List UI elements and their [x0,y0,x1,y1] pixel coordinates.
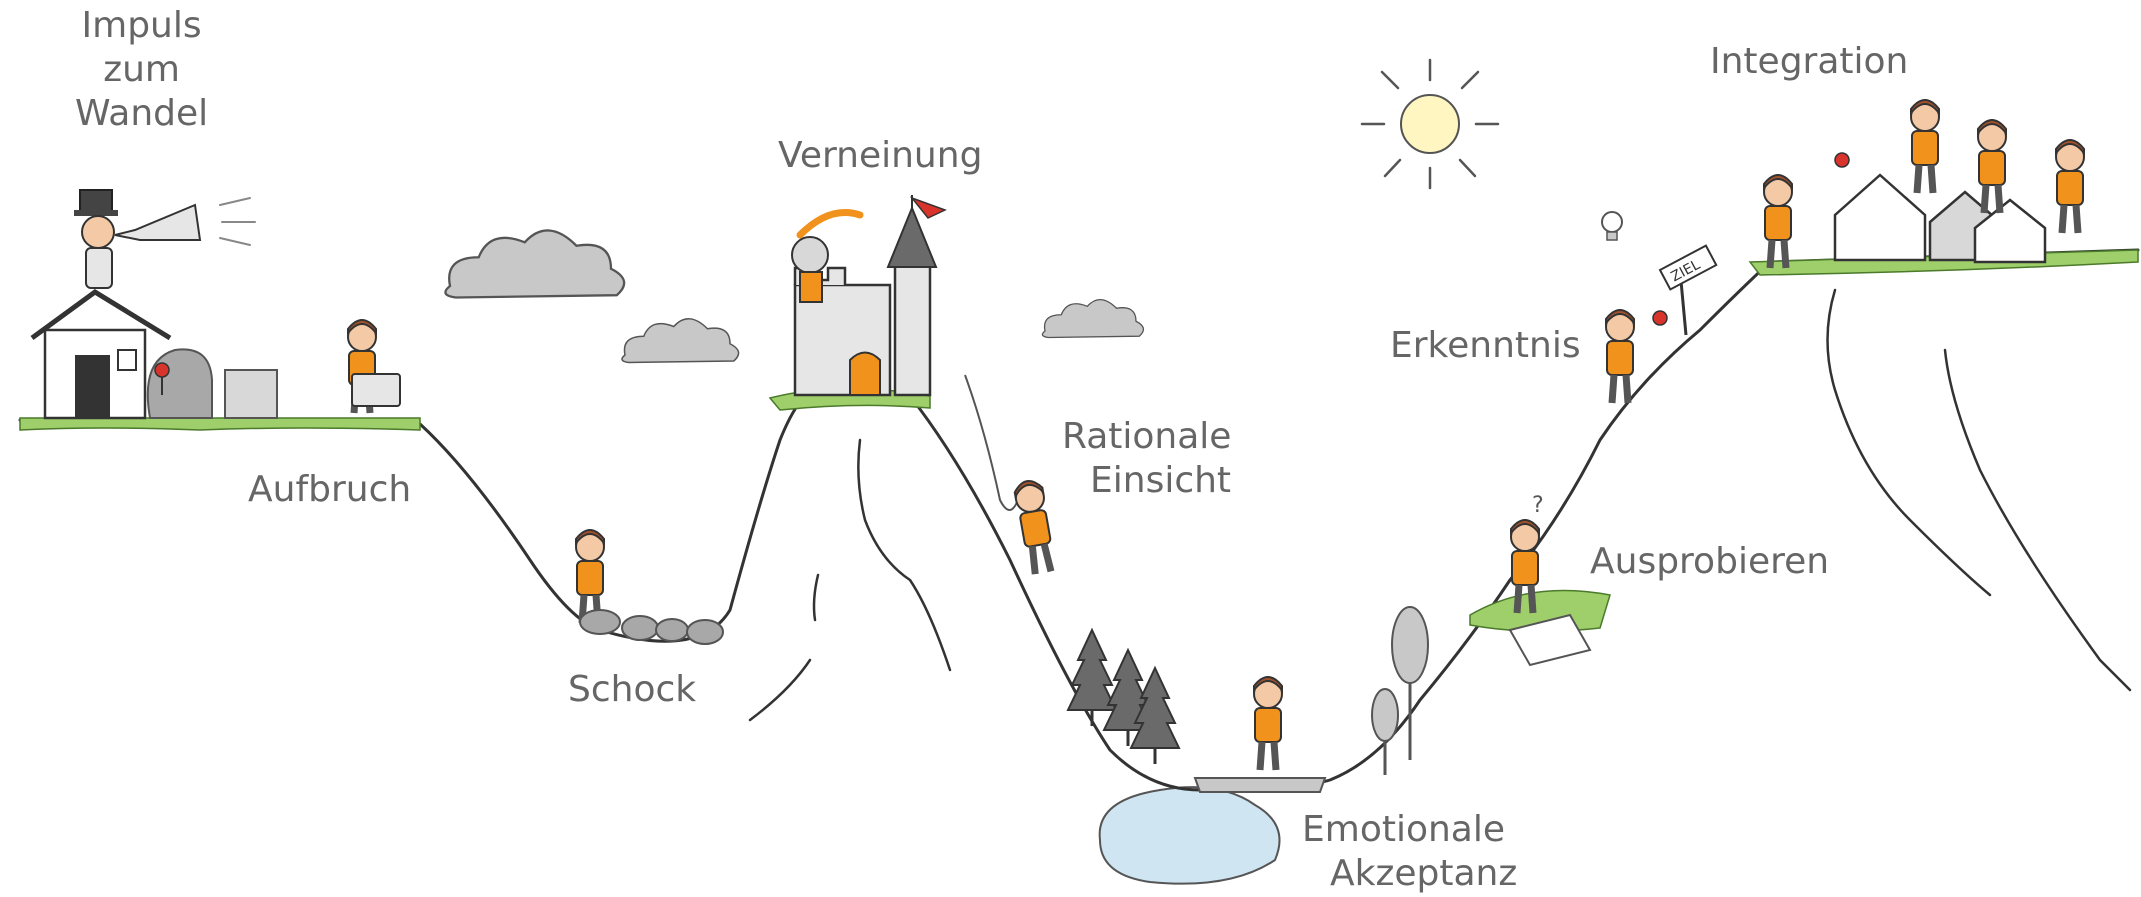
label-integration: Integration [1710,41,1909,82]
shocked-person [576,530,724,645]
insight-person: ZIEL [1601,211,1718,403]
cloud-icon [1041,298,1145,339]
megaphone-man [74,189,256,289]
label-ausprobieren: Ausprobieren [1590,541,1830,582]
label-line: Wandel [75,93,209,134]
flower-icon [154,152,1850,395]
walking-person [348,320,401,413]
grass-try [1469,589,1611,633]
cloud-icon [621,318,740,364]
cliff-line [748,288,2132,722]
svg-text:?: ? [1532,493,1544,518]
label-rationale-einsicht: Rationale Einsicht [1062,415,1231,503]
sad-person [1193,677,1327,793]
sun-icon [1360,58,1500,190]
house-icon [30,288,278,420]
castle-icon [791,195,947,397]
label-emotionale-akzeptanz: Emotionale Akzeptanz [1302,808,1517,896]
label-verneinung: Verneinung [778,135,983,176]
village-icon [1833,173,2047,264]
label-line: Akzeptanz [1330,853,1518,894]
label-line: zum [103,49,180,90]
cloud-icon [444,229,626,299]
label-line: Emotionale [1302,809,1506,850]
label-line: Einsicht [1090,460,1232,501]
climbing-person [964,374,1057,575]
label-erkenntnis: Erkenntnis [1390,325,1581,366]
lake [1098,786,1281,885]
label-impuls: Impuls zum Wandel [75,4,208,136]
label-line: Impuls [81,5,202,46]
label-schock: Schock [568,669,697,710]
label-line: Rationale [1062,416,1232,457]
tree-icon [1371,606,1429,775]
thinking-person: ? [1510,493,1592,667]
tree-icon [1066,628,1118,728]
label-aufbruch: Aufbruch [248,469,412,510]
grass-start [19,417,421,431]
